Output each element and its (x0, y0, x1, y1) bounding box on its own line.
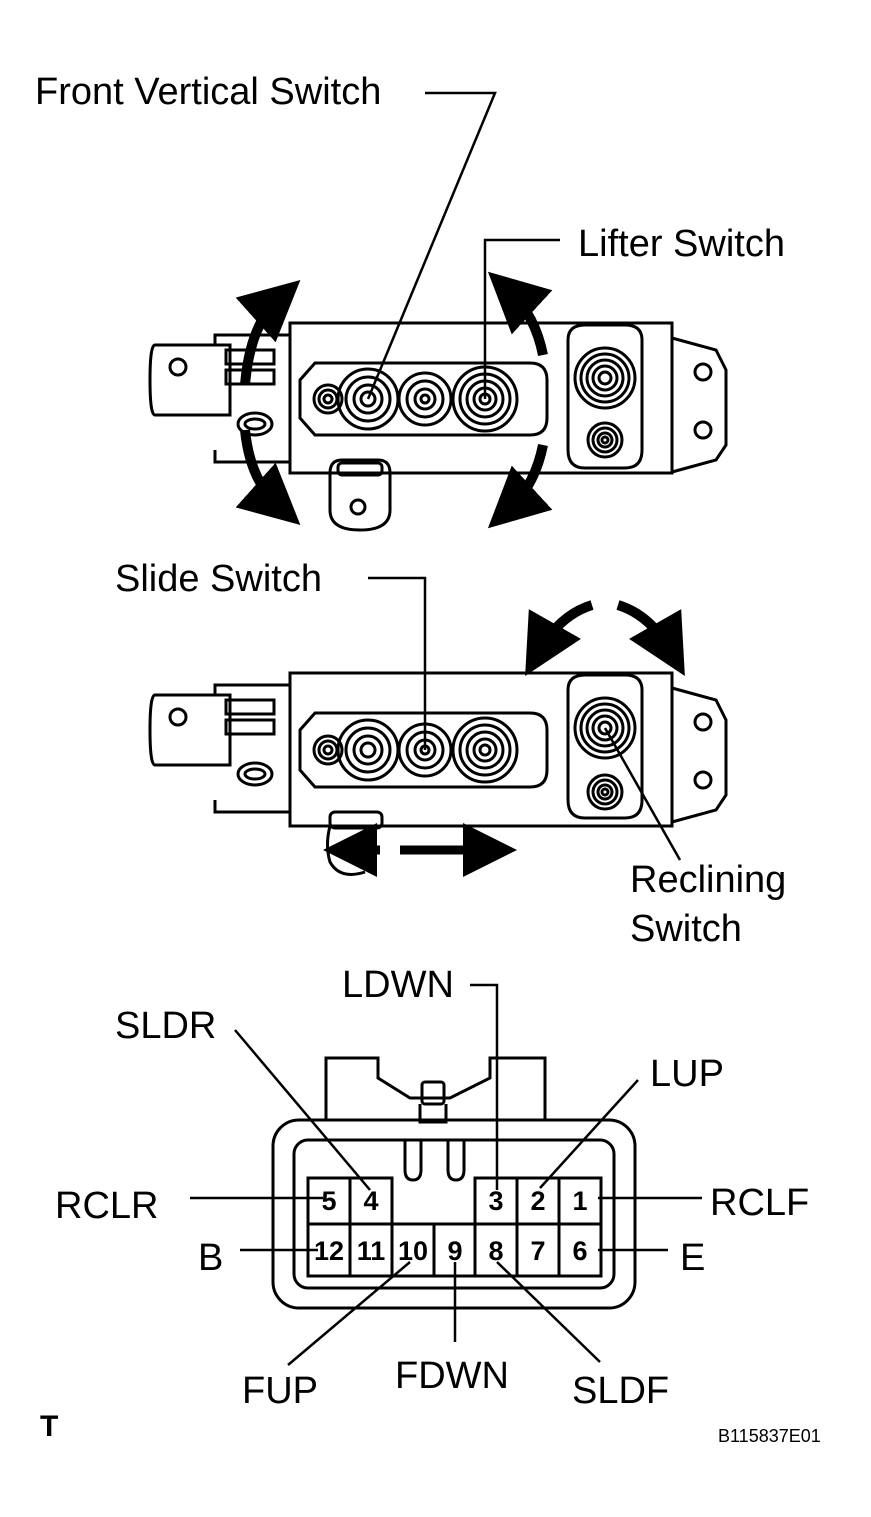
terminal-lup: LUP (650, 1053, 724, 1095)
pin-number: 12 (314, 1236, 344, 1266)
terminal-ldwn: LDWN (342, 964, 454, 1006)
terminal-rclr: RCLR (55, 1185, 158, 1227)
corner-mark: T (40, 1410, 58, 1443)
switch-assembly-bottom (148, 576, 728, 877)
leader-fup (287, 1261, 411, 1366)
label-front-vertical-switch: Front Vertical Switch (35, 71, 381, 113)
leader-front-vertical (366, 91, 497, 400)
terminal-e: E (680, 1237, 705, 1279)
leader-lifter (483, 238, 560, 399)
terminal-sldr: SLDR (115, 1005, 216, 1047)
leader-ldwn (470, 983, 499, 1190)
pin-number: 8 (488, 1236, 503, 1266)
terminal-fdwn: FDWN (395, 1355, 509, 1397)
leader-lup (539, 1079, 639, 1189)
label-reclining-line1: Reclining (630, 859, 786, 901)
terminal-sldf: SLDF (572, 1370, 669, 1412)
knob-right (451, 716, 519, 784)
knob-recline (573, 696, 637, 760)
knob-recline-small (586, 421, 624, 459)
bottom-mount (328, 458, 392, 532)
pin-number: 3 (488, 1186, 503, 1216)
right-ear (671, 686, 728, 824)
leader-reclining (603, 727, 682, 861)
bracket-slot (236, 411, 274, 437)
arrow-lifter (487, 271, 553, 529)
leader-slide (368, 576, 427, 750)
arrow-front-vertical (235, 280, 301, 525)
terminal-rclf: RCLF (710, 1182, 809, 1224)
figure-id: B115837E01 (718, 1426, 821, 1446)
pin-number: 4 (363, 1186, 378, 1216)
label-reclining-line2: Switch (630, 908, 742, 950)
pin-number: 5 (321, 1186, 336, 1216)
pin-number: 11 (357, 1236, 386, 1266)
left-tab (148, 693, 232, 767)
pin-number: 10 (398, 1236, 428, 1266)
connector (190, 983, 702, 1366)
pin-number: 2 (530, 1186, 545, 1216)
label-lifter-switch: Lifter Switch (578, 223, 785, 265)
terminal-fup: FUP (242, 1370, 318, 1412)
pin-number: 7 (530, 1236, 545, 1266)
label-slide-switch: Slide Switch (115, 558, 322, 600)
pin-number: 9 (447, 1236, 462, 1266)
connector-latch (324, 1056, 547, 1120)
switch-body (288, 321, 674, 475)
right-ear (671, 336, 728, 474)
knob-recline-small (586, 773, 624, 811)
knob-left (336, 718, 400, 782)
knob-small (312, 734, 344, 766)
knob-middle (397, 371, 453, 427)
left-tab (148, 343, 232, 417)
terminal-b: B (198, 1237, 223, 1279)
knob-tray (298, 361, 549, 437)
knob-recline (573, 346, 637, 410)
switch-assembly-top (148, 91, 728, 532)
arrow-reclining (525, 600, 685, 677)
recline-module (566, 323, 644, 470)
leader-sldf (496, 1261, 601, 1363)
leader-sldr (234, 1029, 371, 1191)
pin-number: 6 (572, 1236, 587, 1266)
knob-tray (298, 711, 549, 789)
left-tab-hole (168, 357, 188, 377)
pin-number: 1 (572, 1186, 587, 1216)
pin-numbers: 5 4 3 2 1 12 11 10 9 8 7 6 (314, 1186, 588, 1266)
